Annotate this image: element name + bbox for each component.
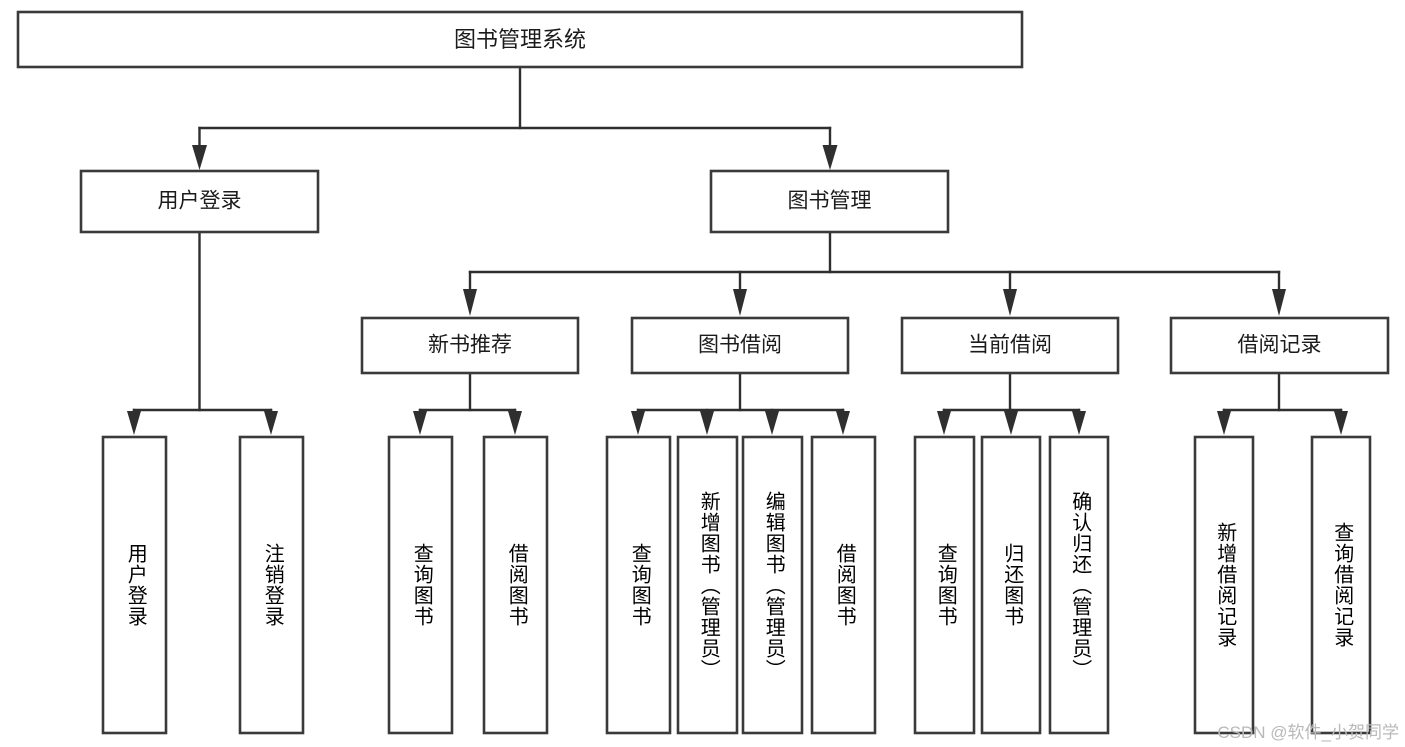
node-current-borrow[interactable]: 当前借阅 [900, 316, 1120, 375]
node-leaf-user-logout[interactable] [238, 435, 305, 735]
node-root[interactable]: 图书管理系统 [16, 10, 1024, 69]
leaf-boxes [101, 435, 1372, 735]
node-user-login-label: 用户登录 [158, 190, 242, 213]
connector-bookmanage-to-level3 [463, 230, 1286, 316]
connector-userlogin-to-leaves [127, 230, 278, 435]
node-book-manage[interactable]: 图书管理 [709, 169, 950, 234]
node-current-borrow-label: 当前借阅 [968, 334, 1052, 357]
node-new-book-rec-label: 新书推荐 [428, 334, 512, 357]
connector-root-to-level2 [192, 65, 838, 170]
node-book-manage-label: 图书管理 [788, 190, 872, 213]
csdn-watermark: CSDN @软件_小贺同学 [1217, 723, 1399, 742]
node-borrow-record[interactable]: 借阅记录 [1169, 316, 1390, 375]
node-leaf-return-book[interactable] [980, 435, 1042, 735]
node-new-book-rec[interactable]: 新书推荐 [360, 316, 580, 375]
connector-bookborrow-to-leaves [631, 371, 850, 435]
node-leaf-add-borrow-record[interactable] [1193, 435, 1255, 735]
node-leaf-add-book[interactable] [676, 435, 739, 735]
node-leaf-borrow-book-1[interactable] [482, 435, 549, 735]
node-leaf-query-borrow-record[interactable] [1310, 435, 1372, 735]
node-leaf-confirm-return[interactable] [1048, 435, 1110, 735]
node-book-borrow-label: 图书借阅 [698, 334, 782, 357]
node-leaf-query-book-3[interactable] [913, 435, 976, 735]
node-borrow-record-label: 借阅记录 [1238, 334, 1322, 357]
node-leaf-user-login[interactable] [101, 435, 168, 735]
connector-newbook-to-leaves [413, 371, 522, 435]
node-book-borrow[interactable]: 图书借阅 [630, 316, 850, 375]
node-user-login[interactable]: 用户登录 [79, 169, 320, 234]
connector-currentborrow-to-leaves [937, 371, 1086, 435]
node-leaf-query-book-2[interactable] [605, 435, 672, 735]
connector-borrowrecord-to-leaves [1217, 371, 1348, 435]
node-leaf-edit-book[interactable] [741, 435, 804, 735]
node-root-label: 图书管理系统 [454, 27, 586, 52]
node-leaf-query-book-1[interactable] [387, 435, 454, 735]
node-leaf-borrow-book-2[interactable] [810, 435, 877, 735]
